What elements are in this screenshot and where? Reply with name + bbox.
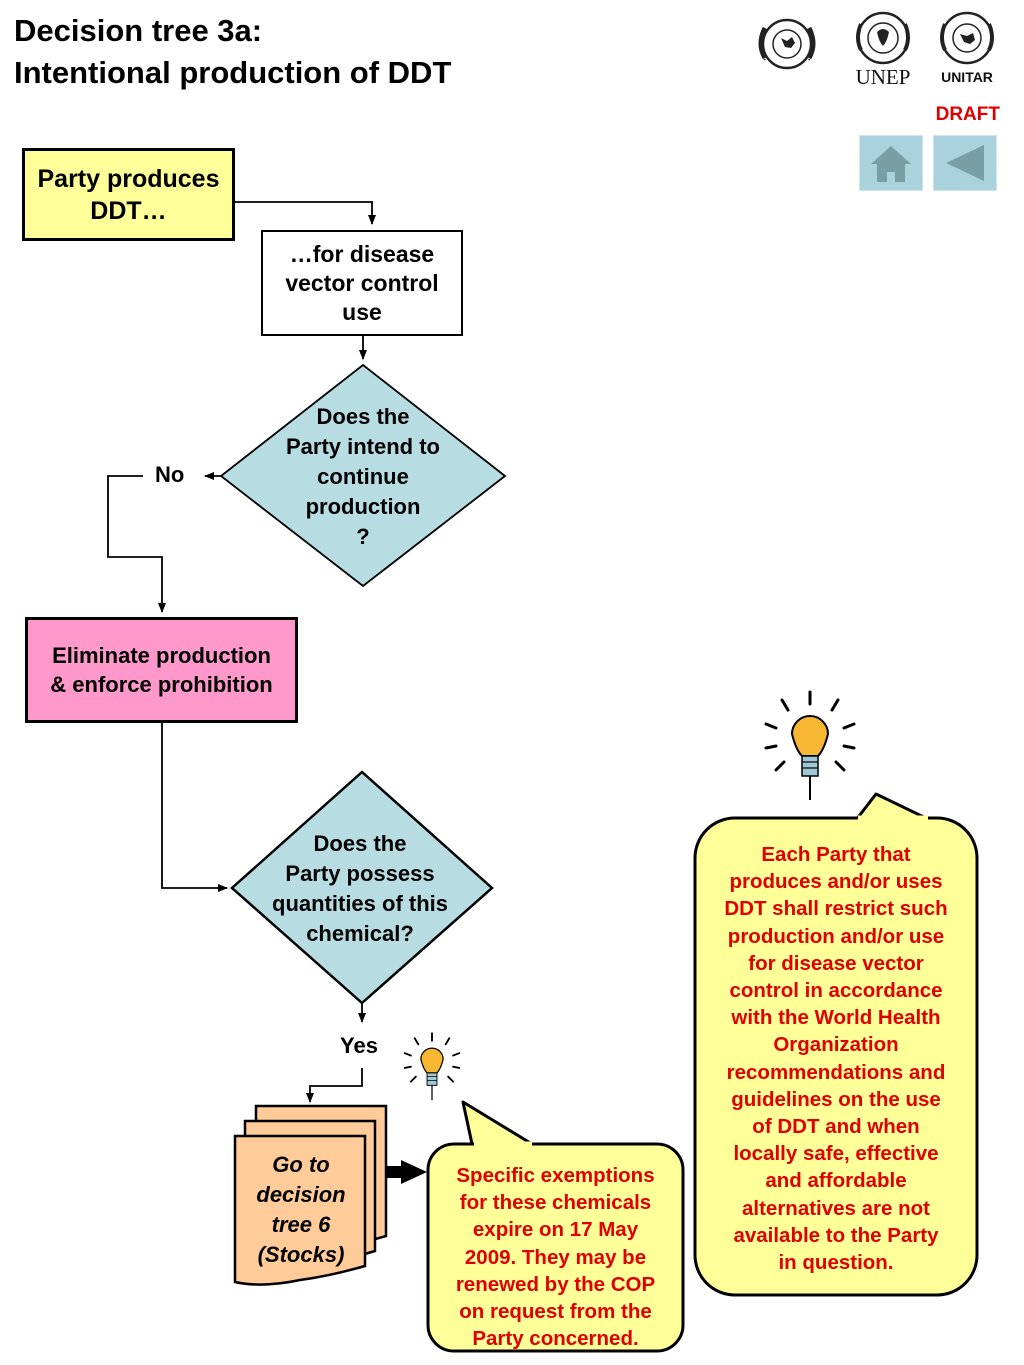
decision1-line-5: ? [356, 524, 370, 549]
home-button[interactable] [859, 135, 923, 191]
lightbulb-icon-large [764, 690, 856, 800]
who-line: and affordable [765, 1169, 907, 1193]
who-line: recommendations and [726, 1060, 946, 1084]
eliminate-box: Eliminate production & enforce prohibiti… [25, 617, 298, 723]
who-line: of DDT and when [752, 1115, 920, 1139]
who-line: produces and/or uses [729, 870, 943, 894]
back-button[interactable] [933, 135, 997, 191]
exemptions-line: Specific exemptions [456, 1164, 655, 1187]
purpose-box: …for disease vector control use [261, 230, 463, 336]
page-title: Decision tree 3a: Intentional production… [14, 10, 451, 94]
goto-tree6-link[interactable]: Go to decision tree 6 (Stocks) [240, 1150, 362, 1270]
exemptions-line: on request from the [459, 1300, 652, 1324]
decision2-line-2: Party possess [285, 861, 435, 886]
connector-no-to-eliminate [107, 475, 166, 613]
bold-arrow-to-callout [387, 1160, 427, 1184]
decision1-line-1: Does the [316, 404, 410, 429]
callout-who-bubble [693, 792, 979, 1297]
who-line: alternatives are not [742, 1196, 930, 1220]
title-line-1: Decision tree 3a: [14, 13, 263, 48]
purpose-line-2: vector control [285, 269, 439, 296]
yes-label: Yes [340, 1033, 378, 1058]
decision2-text: Does the Party possess quantities of thi… [250, 829, 470, 949]
callout-exemptions-text: Specific exemptions for these chemicals … [432, 1162, 679, 1352]
no-label: No [155, 462, 185, 487]
title-line-2: Intentional production of DDT [14, 55, 452, 90]
eliminate-line-1: Eliminate production [52, 643, 271, 668]
connector-yes-to-goto [306, 1068, 363, 1103]
decision-diamond-possess [230, 770, 494, 1005]
who-line: production and/or use [727, 924, 945, 948]
who-line: Each Party that [761, 843, 911, 866]
un-emblem-icon [758, 18, 816, 70]
unep-emblem-icon: UNEP [856, 11, 911, 89]
decision-diamond-continue [219, 363, 507, 588]
decision1-line-4: production [305, 494, 421, 519]
who-line: in question. [778, 1251, 894, 1275]
goto-line-1: Go to [272, 1152, 330, 1177]
exemptions-line: for these chemicals [459, 1191, 652, 1215]
exemptions-line: expire on 17 May [472, 1218, 639, 1242]
callout-who-text: Each Party that produces and/or uses DDT… [700, 841, 972, 1276]
decision1-text: Does the Party intend to continue produc… [258, 402, 468, 552]
connector-eliminate-to-decision2 [161, 723, 228, 892]
exemptions-line: 2009. They may be [464, 1245, 647, 1269]
who-line: guidelines on the use [731, 1087, 941, 1111]
lightbulb-icon-small [403, 1032, 461, 1101]
start-line-2: DDT… [90, 196, 167, 225]
back-triangle-icon [946, 145, 984, 181]
decision2-line-3: quantities of this [272, 891, 448, 916]
who-line: available to the Party [733, 1223, 939, 1247]
start-line-1: Party produces [37, 164, 220, 193]
goto-line-3: tree 6 [271, 1212, 331, 1237]
who-line: control in accordance [729, 979, 943, 1003]
decision2-line-1: Does the [313, 831, 407, 856]
unitar-emblem-icon: UNITAR [940, 11, 994, 85]
who-line: Organization [773, 1033, 899, 1057]
purpose-line-3: use [342, 298, 382, 325]
goto-line-2: decision [256, 1182, 346, 1207]
draft-label: DRAFT [935, 104, 1000, 125]
home-icon [871, 146, 911, 182]
who-line: for disease vector [748, 951, 924, 975]
decision2-line-4: chemical? [306, 921, 414, 946]
exemptions-line: renewed by the COP [455, 1272, 656, 1296]
unitar-label: UNITAR [941, 69, 993, 85]
who-line: with the World Health [731, 1006, 941, 1030]
decision1-line-2: Party intend to [285, 434, 440, 459]
start-box: Party produces DDT… [22, 148, 235, 241]
exemptions-line: Party concerned. [472, 1327, 639, 1351]
purpose-line-1: …for disease [289, 240, 435, 267]
goto-line-4: (Stocks) [257, 1242, 345, 1267]
goto-document-stack [233, 1104, 388, 1286]
eliminate-line-2: & enforce prohibition [50, 672, 273, 697]
who-line: DDT shall restrict such [724, 897, 948, 921]
callout-exemptions-bubble [426, 1100, 685, 1353]
connector-start-to-purpose [235, 201, 376, 225]
logos: UNEP UNITAR [755, 8, 1005, 95]
decision1-line-3: continue [317, 464, 409, 489]
who-line: locally safe, effective [733, 1142, 939, 1166]
unep-label: UNEP [856, 65, 911, 89]
